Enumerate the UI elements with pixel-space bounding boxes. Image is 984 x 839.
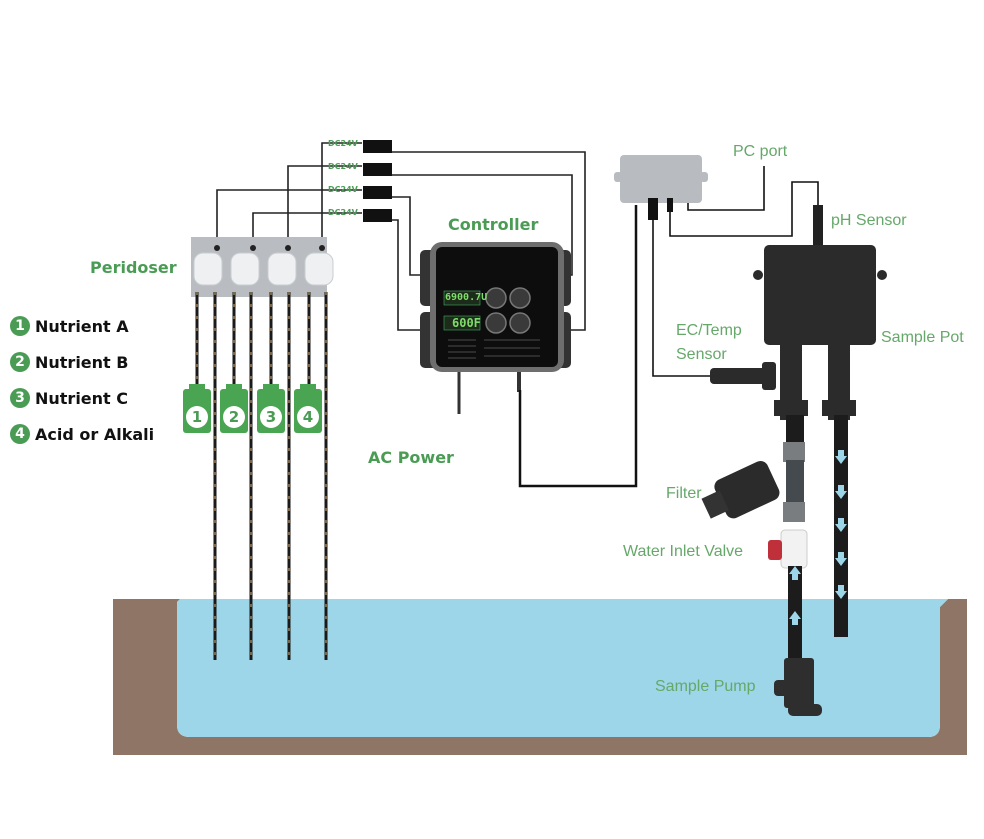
sample-pump	[774, 658, 822, 716]
legend-number: 2	[10, 352, 30, 372]
reservoir-tank	[113, 599, 967, 755]
up-arrows	[789, 566, 801, 625]
adapter-label: DC24V	[328, 139, 358, 148]
pc-port-label: PC port	[733, 143, 788, 160]
legend-text: Nutrient A	[35, 316, 129, 336]
legend-item: 3 Nutrient C	[10, 388, 128, 408]
legend-text: Nutrient B	[35, 352, 129, 372]
sample-pot	[710, 245, 887, 420]
legend-item: 2 Nutrient B	[10, 352, 128, 372]
bottle-number: 4	[297, 406, 319, 428]
ph-sensor-label: pH Sensor	[831, 212, 907, 229]
legend-number: 4	[10, 424, 30, 444]
controller-label: Controller	[448, 215, 539, 234]
legend-number: 3	[10, 388, 30, 408]
down-arrows	[835, 450, 847, 599]
legend-item: 4 Acid or Alkali	[10, 424, 154, 444]
adapter-label: DC24V	[328, 208, 358, 217]
sample-pump-label: Sample Pump	[655, 678, 756, 695]
legend-text: Acid or Alkali	[35, 424, 155, 444]
ec-temp-label-line2: Sensor	[676, 346, 727, 363]
sample-pot-label: Sample Pot	[881, 329, 964, 346]
legend-item: 1 Nutrient A	[10, 316, 129, 336]
controller-hub-cable	[518, 205, 638, 488]
legend-text: Nutrient C	[35, 388, 129, 408]
ec-temp-label-line1: EC/Temp	[676, 322, 742, 339]
sensor-hub	[614, 155, 708, 220]
inlet-assembly	[701, 415, 808, 666]
lcd-top-readout: 6900.7U	[445, 292, 488, 303]
peridoser-label: Peridoser	[90, 258, 177, 277]
water-inlet-valve-label: Water Inlet Valve	[623, 543, 744, 560]
dc-wires	[216, 142, 586, 331]
filter-body	[701, 461, 780, 519]
bottle-number: 1	[186, 406, 208, 428]
filter-label: Filter	[666, 485, 702, 502]
power-adapters	[363, 140, 392, 222]
bottle-number: 2	[223, 406, 245, 428]
valve-handle	[768, 540, 782, 560]
bottle-number: 3	[260, 406, 282, 428]
legend-number: 1	[10, 316, 30, 336]
peridoser-unit	[191, 237, 334, 297]
water	[177, 599, 948, 737]
lcd-bottom-readout: 600F	[452, 316, 481, 330]
adapter-label: DC24V	[328, 162, 358, 171]
controller-unit	[420, 242, 571, 414]
adapter-label: DC24V	[328, 185, 358, 194]
ac-power-label: AC Power	[368, 448, 454, 467]
ph-sensor-probe	[813, 205, 823, 250]
